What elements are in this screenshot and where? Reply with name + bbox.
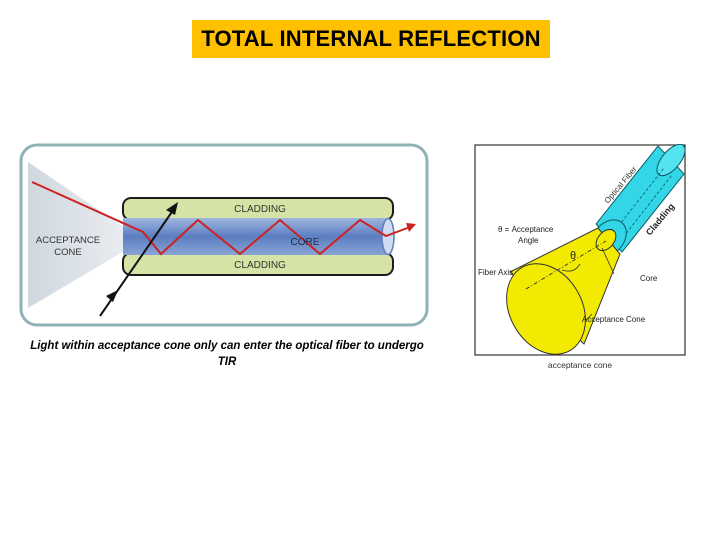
cone-leader xyxy=(585,313,593,321)
left-caption: Light within acceptance cone only can en… xyxy=(30,340,424,368)
label-theta-acceptance: θ = Acceptance xyxy=(498,225,554,234)
label-core-right: Core xyxy=(640,274,658,283)
incident-arrow-mid xyxy=(106,290,118,302)
theta-arc xyxy=(561,263,581,272)
label-acceptance: ACCEPTANCE xyxy=(36,235,100,246)
ray-arrowhead xyxy=(406,223,416,232)
fiber-tir-diagram: CLADDING CLADDING CORE ACCEPTANCE CONE xyxy=(19,143,429,327)
label-cladding-bottom: CLADDING xyxy=(234,260,286,271)
label-core: CORE xyxy=(291,237,320,248)
core-leader xyxy=(601,247,615,275)
label-fiber-axis: Fiber Axis xyxy=(478,268,513,277)
label-theta: θ xyxy=(570,250,576,262)
core-face xyxy=(595,228,617,252)
acceptance-cone-diagram: Optical Fiber Cladding θ = Acceptance An… xyxy=(474,144,686,370)
fiber-axis-line xyxy=(525,240,607,290)
core-end xyxy=(381,217,395,256)
label-cone: CONE xyxy=(54,247,81,258)
cone-base xyxy=(506,263,586,355)
light-ray xyxy=(31,181,411,256)
label-acceptance-cone: Acceptance Cone xyxy=(582,315,646,324)
right-caption: acceptance cone xyxy=(548,360,613,370)
label-angle: Angle xyxy=(518,236,539,245)
page-title: TOTAL INTERNAL REFLECTION xyxy=(192,20,550,58)
incident-arrow-top xyxy=(166,202,178,215)
acceptance-cone xyxy=(28,162,143,308)
label-cladding-top: CLADDING xyxy=(234,204,286,215)
